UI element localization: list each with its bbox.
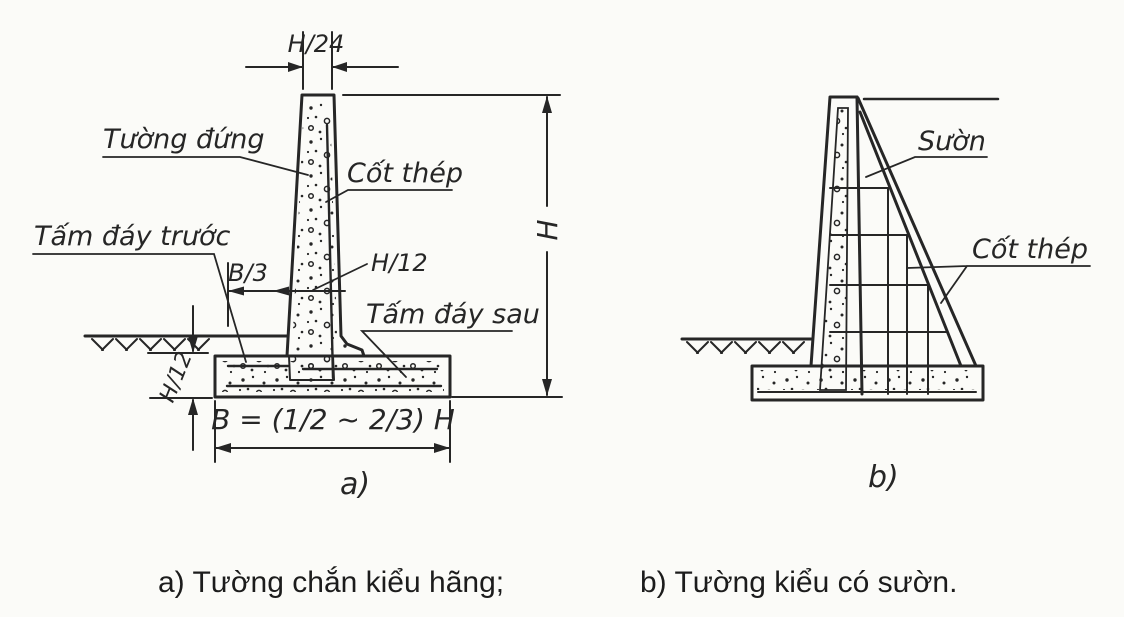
leader-stem-thickness <box>312 263 368 291</box>
part-label-b: b) <box>868 460 899 495</box>
base-slab-b <box>750 364 985 402</box>
labels-b: Sườn Cốt thép b) <box>868 126 1088 495</box>
leader-vertical-wall <box>102 156 309 176</box>
label-base-width: B = (1/2 ~ 2/3) H <box>211 403 455 436</box>
diagram-a: H/24 Tường đứng Cốt thép Tấm đáy trước B… <box>32 30 564 502</box>
dim-arrow <box>434 443 450 453</box>
dim-base-width-lines <box>214 400 451 463</box>
wall-stem-b-front-face <box>809 95 859 368</box>
wall-stem-b-back-face <box>855 95 864 396</box>
dim-arrow <box>215 443 231 453</box>
label-stem-thickness: H/12 <box>371 249 428 277</box>
dim-arrow <box>188 398 198 415</box>
captions: a) Tường chắn kiểu hãng; b) Tường kiểu c… <box>158 566 957 599</box>
base-slab-b-outline <box>750 364 985 402</box>
dimensions-a <box>147 31 563 463</box>
dim-slab-thickness-lines <box>147 305 213 451</box>
base-slab-b-concrete-texture <box>757 370 976 390</box>
part-label-a: a) <box>340 467 370 502</box>
rebar-grid-b <box>829 187 948 395</box>
dim-arrow <box>288 62 303 72</box>
leader-lines-a <box>32 156 513 378</box>
leader-rib <box>865 156 988 178</box>
label-rebar-b: Cốt thép <box>972 234 1088 265</box>
dim-arrow <box>332 62 347 72</box>
dim-arrow <box>188 336 198 353</box>
rib-outline <box>856 96 978 368</box>
wall-stem-a-concrete-texture <box>292 101 357 351</box>
caption-a: a) Tường chắn kiểu hãng; <box>158 566 504 599</box>
ground-a <box>83 334 289 351</box>
stem-embedment-texture-a <box>293 356 332 378</box>
wall-stem-b <box>809 95 1000 396</box>
label-rib: Sườn <box>918 126 986 157</box>
leader-front-base-slab <box>32 253 247 363</box>
dim-arrow <box>273 286 289 296</box>
label-vertical-wall: Tường đứng <box>103 124 264 155</box>
leader-rebar-b <box>906 265 1091 304</box>
label-rear-base-slab: Tấm đáy sau <box>366 299 540 330</box>
label-rebar-a: Cốt thép <box>347 158 463 189</box>
dim-arrow <box>542 96 552 113</box>
label-toe-width: B/3 <box>228 259 268 287</box>
leader-rear-base-slab <box>359 330 513 378</box>
wall-stem-b-concrete-texture <box>819 107 849 391</box>
dim-arrow <box>542 379 552 396</box>
leader-rebar-a <box>325 189 453 203</box>
diagram-b: Sườn Cốt thép b) <box>680 95 1091 495</box>
stem-rebar-a <box>325 123 335 380</box>
wall-stem-a-outline <box>285 93 366 358</box>
rebar-lines-a <box>225 123 443 388</box>
dim-height-lines <box>342 94 563 398</box>
dim-top-width-lines <box>245 31 399 90</box>
ground-b <box>680 337 813 354</box>
label-top-width: H/24 <box>288 30 345 58</box>
label-front-base-slab: Tấm đáy trước <box>34 221 230 252</box>
dim-arrow <box>228 286 244 296</box>
leader-lines-b <box>865 156 1091 304</box>
rebar-grid-lines <box>829 187 948 395</box>
label-wall-height: H <box>531 219 564 240</box>
ground-hatch-b <box>686 341 805 354</box>
caption-b: b) Tường kiểu có sườn. <box>640 566 957 599</box>
wall-stem-a <box>285 93 366 381</box>
